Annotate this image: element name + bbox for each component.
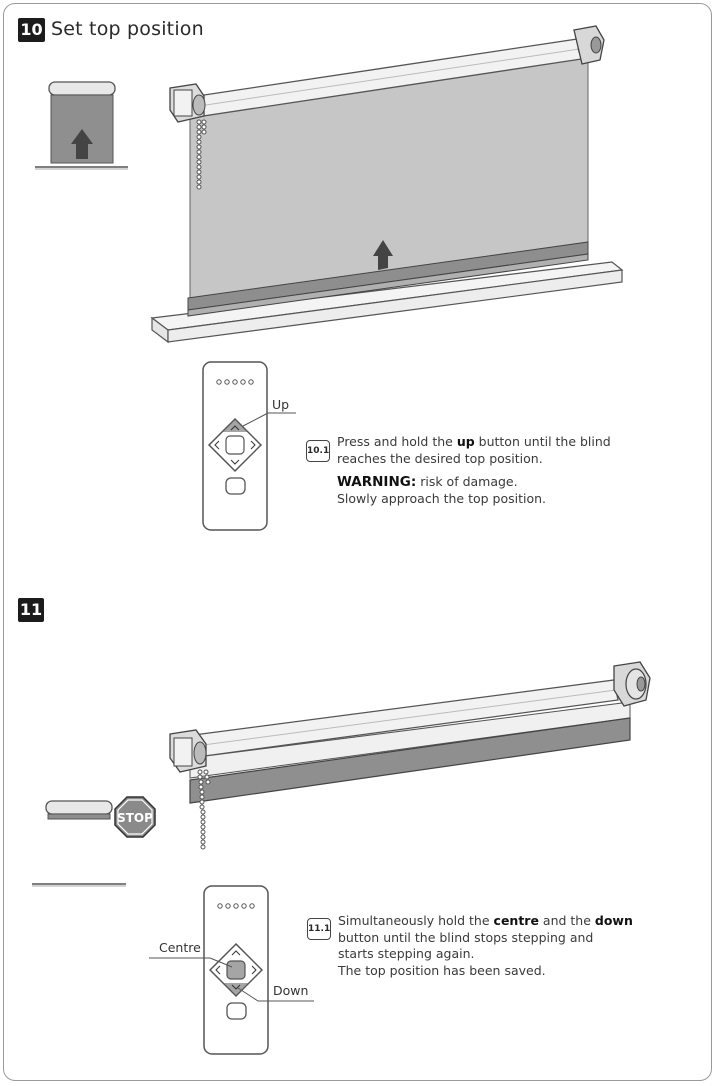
- page-frame: [3, 3, 712, 1081]
- stop-sign-text: STOP: [117, 811, 153, 825]
- bead-chain: [196, 119, 207, 190]
- thumbnail-blind-down: [35, 81, 128, 170]
- step-10-illustration: [35, 25, 624, 531]
- right-bracket: [573, 25, 605, 65]
- instruction-11-1-line3: starts stepping again.: [338, 946, 475, 961]
- instruction-11-1: Simultaneously hold the centre and the d…: [338, 913, 638, 979]
- instruction-number-11-1: 11.1: [307, 918, 331, 940]
- left-bracket: [169, 83, 206, 123]
- up-arrow-icon: [373, 240, 393, 270]
- instruction-number-10-1: 10.1: [306, 440, 330, 462]
- step-10-title: Set top position: [51, 18, 204, 40]
- centre-button-highlight: [226, 960, 246, 980]
- remote-up-label: Up: [272, 397, 290, 412]
- thumbnail-blind-up: [45, 800, 113, 820]
- instruction-10-1-line1: Press and hold the up button until the b…: [337, 434, 611, 449]
- step-11-badge: 11: [18, 598, 44, 622]
- right-bracket-11: [613, 661, 651, 707]
- instruction-10-1-line2: reaches the desired top position.: [337, 450, 543, 466]
- remote-centre-label: Centre: [159, 940, 201, 955]
- thumbnail-sill: [32, 883, 126, 887]
- left-bracket-11: [169, 729, 207, 773]
- remote-down-label: Down: [273, 983, 309, 998]
- remote-control-10: [202, 361, 268, 531]
- instruction-11-1-line4: The top position has been saved.: [338, 962, 546, 978]
- instruction-11-1-line1: Simultaneously hold the centre and the d…: [338, 913, 633, 928]
- bottom-rail: [187, 241, 589, 317]
- down-callout-line: [237, 987, 259, 1002]
- warning-line1: WARNING: risk of damage.: [337, 474, 518, 490]
- step-10-badge: 10: [18, 18, 45, 42]
- stop-sign-icon: STOP: [114, 796, 156, 838]
- warning-line2: Slowly approach the top position.: [337, 490, 547, 506]
- instruction-10-1: Press and hold the up button until the b…: [337, 434, 637, 507]
- window-sill: [150, 261, 624, 344]
- bead-chain-11: [197, 769, 211, 850]
- instruction-11-1-line2: button until the blind stops stepping an…: [338, 929, 594, 945]
- remote-control-11: [203, 885, 269, 1055]
- bottom-rail-11: [189, 701, 631, 804]
- up-callout-line: [242, 412, 269, 427]
